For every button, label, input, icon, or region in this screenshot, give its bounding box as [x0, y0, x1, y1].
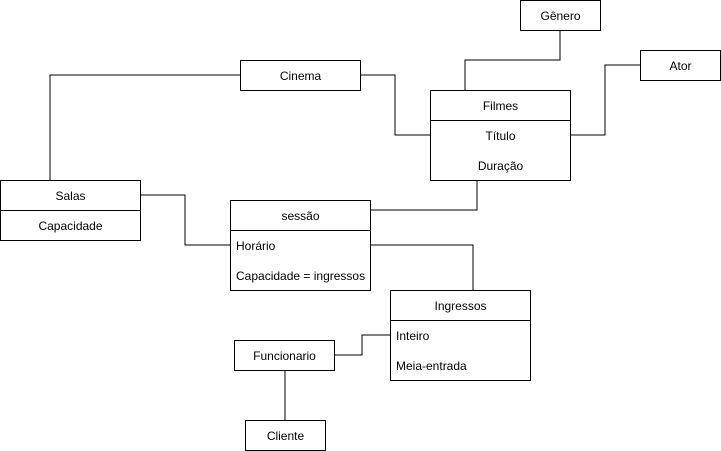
entity-sessao-attribute-label: Capacidade = ingressos: [236, 269, 366, 283]
entity-genero-label: Gênero: [540, 8, 581, 23]
entity-sessao-header: sessão: [231, 201, 370, 231]
entity-ingressos-header: Ingressos: [391, 291, 530, 321]
entity-ator[interactable]: Ator: [640, 50, 721, 81]
entity-funcionario[interactable]: Funcionario: [234, 340, 335, 371]
entity-filmes[interactable]: Filmes Título Duração: [430, 90, 571, 181]
entity-salas-attribute: Capacidade: [1, 211, 140, 241]
entity-genero[interactable]: Gênero: [520, 0, 601, 31]
entity-filmes-attribute-label: Título: [485, 129, 516, 143]
entity-sessao-label: sessão: [281, 208, 320, 223]
entity-ingressos[interactable]: Ingressos Inteiro Meia-entrada: [390, 290, 531, 381]
entity-sessao-attribute-label: Horário: [236, 239, 276, 253]
entity-sessao[interactable]: sessão Horário Capacidade = ingressos: [230, 200, 371, 291]
entity-filmes-header: Filmes: [431, 91, 570, 121]
entity-sessao-attribute: Capacidade = ingressos: [231, 261, 370, 291]
entity-filmes-label: Filmes: [482, 98, 519, 113]
connector-ator-filmes: [570, 64, 640, 136]
entity-ingressos-attribute-label: Meia-entrada: [396, 359, 467, 373]
entity-ingressos-attribute: Meia-entrada: [391, 351, 530, 381]
entity-cinema-label: Cinema: [279, 68, 322, 83]
entity-ingressos-label: Ingressos: [434, 298, 487, 313]
entity-filmes-attribute: Duração: [431, 151, 570, 181]
entity-funcionario-label: Funcionario: [253, 348, 316, 363]
entity-filmes-attribute: Título: [431, 121, 570, 151]
entity-cliente-label: Cliente: [266, 428, 305, 443]
entity-salas-attribute-label: Capacidade: [38, 219, 103, 233]
entity-ingressos-attribute: Inteiro: [391, 321, 530, 351]
connector-filmes-sessao: [370, 180, 478, 211]
entity-filmes-attribute-label: Duração: [477, 159, 524, 173]
entity-cliente[interactable]: Cliente: [245, 420, 326, 451]
entity-cinema[interactable]: Cinema: [240, 60, 361, 91]
entity-salas-header: Salas: [1, 181, 140, 211]
entity-ingressos-attribute-label: Inteiro: [396, 329, 430, 343]
connector-cinema-filmes: [360, 74, 430, 136]
connector-genero-filmes: [464, 30, 561, 90]
connector-salas-sessao: [140, 194, 230, 246]
entity-salas[interactable]: Salas Capacidade: [0, 180, 141, 241]
entity-sessao-attribute: Horário: [231, 231, 370, 261]
entity-salas-label: Salas: [55, 188, 86, 203]
entity-ator-label: Ator: [669, 58, 692, 73]
connector-cinema-salas: [49, 74, 240, 180]
connector-sessao-ingressos: [370, 244, 474, 290]
connector-funcionario-ingressos: [335, 334, 390, 356]
